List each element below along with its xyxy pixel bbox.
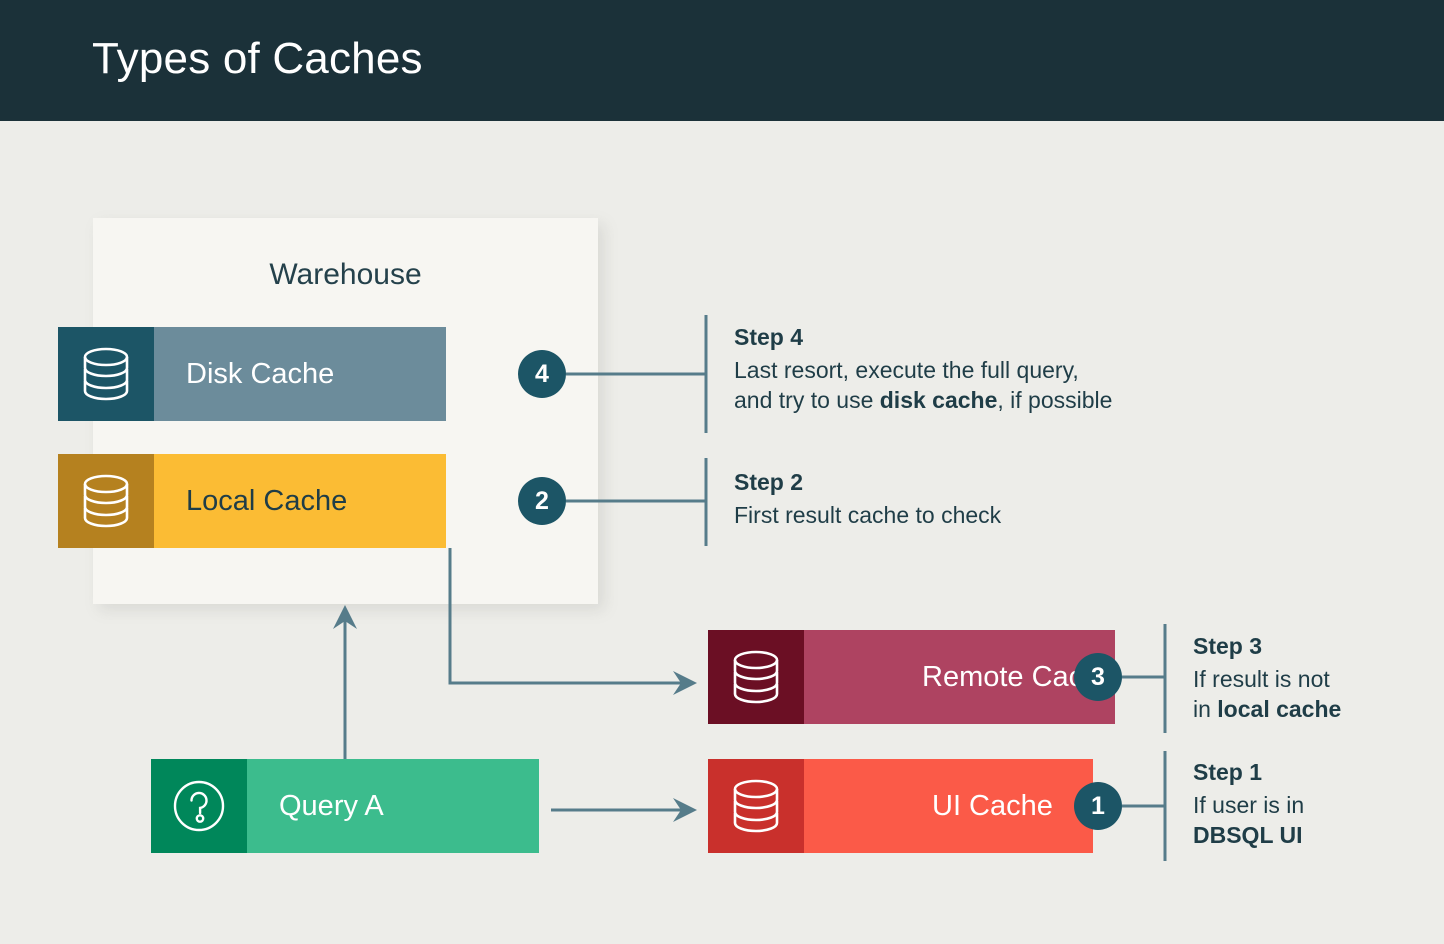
step-line1: If user is in: [1193, 792, 1305, 818]
database-icon: [58, 454, 154, 548]
node-disk-cache[interactable]: Disk Cache: [58, 327, 446, 421]
step-line2-prefix: in: [1193, 696, 1218, 723]
node-ui-cache[interactable]: UI Cache: [708, 759, 1093, 853]
node-query-a[interactable]: Query A: [151, 759, 539, 853]
step-line2-bold: DBSQL UI: [1193, 822, 1303, 849]
node-body: UI Cache: [804, 759, 1093, 853]
step-title: Step 3: [1193, 633, 1263, 659]
annotation-step-3: Step 3 If result is not in local cache: [1193, 633, 1341, 725]
node-label: Disk Cache: [186, 357, 335, 390]
step-body: Last resort, execute the full query, and…: [734, 355, 1112, 416]
node-body: Disk Cache: [154, 327, 446, 421]
node-label: Remote Cache: [922, 660, 1116, 693]
annotation-step-1: Step 1 If user is in DBSQL UI: [1193, 759, 1304, 851]
warehouse-label: Warehouse: [269, 258, 422, 291]
node-label: UI Cache: [932, 789, 1053, 822]
node-label: Local Cache: [186, 484, 348, 517]
step-line1: Last resort, execute the full query,: [734, 357, 1079, 383]
database-icon: [58, 327, 154, 421]
step-badge-4[interactable]: 4: [518, 350, 566, 398]
node-remote-cache[interactable]: Remote Cache: [708, 630, 1116, 724]
step-badge-3[interactable]: 3: [1074, 653, 1122, 701]
node-body: Remote Cache: [804, 630, 1116, 724]
step-body: First result cache to check: [734, 500, 1001, 530]
step-body: If result is not in local cache: [1193, 664, 1341, 725]
step-line1: If result is not: [1193, 666, 1330, 692]
question-mark-circle-icon: [151, 759, 247, 853]
node-body: Query A: [247, 759, 539, 853]
step-title: Step 4: [734, 324, 804, 350]
step-badge-1[interactable]: 1: [1074, 782, 1122, 830]
step-line2-suffix: , if possible: [997, 387, 1113, 414]
step-title: Step 2: [734, 469, 804, 495]
node-label: Query A: [279, 789, 384, 822]
node-local-cache[interactable]: Local Cache: [58, 454, 446, 548]
page-title: Types of Caches: [92, 34, 423, 83]
step-title: Step 1: [1193, 759, 1263, 785]
step-line2-bold: local cache: [1217, 696, 1342, 723]
database-icon: [708, 630, 804, 724]
step-line1: First result cache to check: [734, 502, 1002, 528]
node-body: Local Cache: [154, 454, 446, 548]
database-icon: [708, 759, 804, 853]
step-body: If user is in DBSQL UI: [1193, 790, 1304, 851]
page-header: Types of Caches: [0, 0, 1444, 121]
annotation-step-4: Step 4 Last resort, execute the full que…: [734, 324, 1112, 416]
step-line2-prefix: and try to use: [734, 387, 880, 414]
step-badge-2[interactable]: 2: [518, 477, 566, 525]
step-line2-bold: disk cache: [879, 387, 998, 414]
diagram-stage: Warehouse Disk Cache 4 Local Ca: [0, 121, 1444, 944]
annotation-step-2: Step 2 First result cache to check: [734, 469, 1001, 530]
